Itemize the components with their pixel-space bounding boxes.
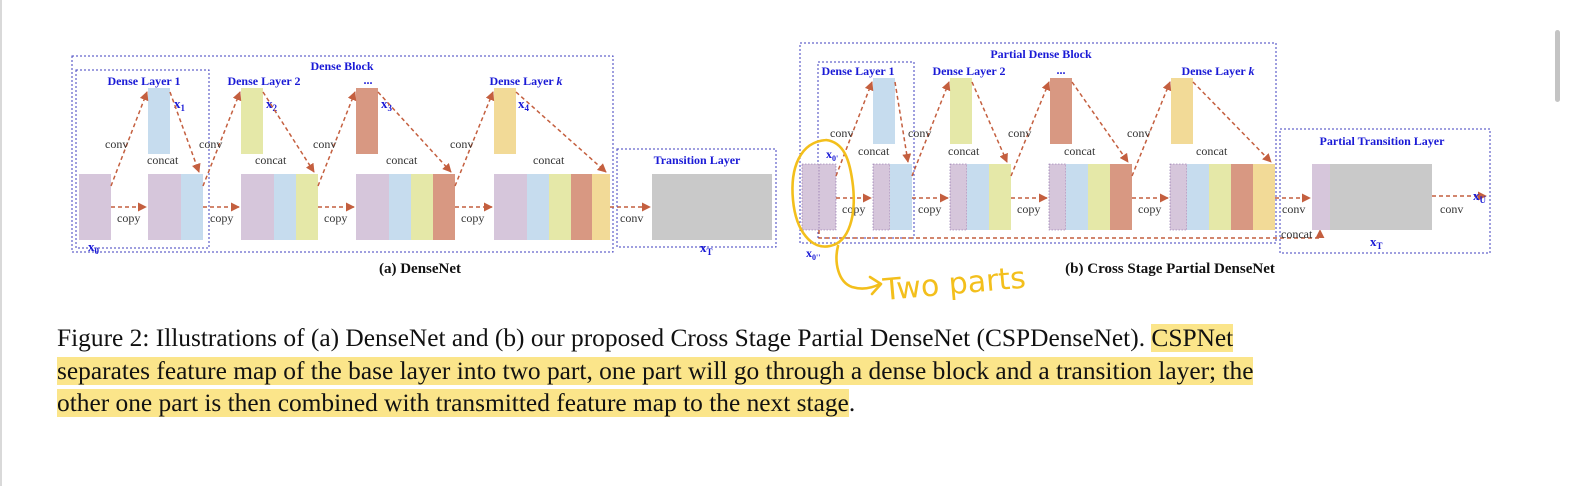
- dense-layer-1-border: [75, 69, 210, 249]
- copy-label: copy: [461, 211, 484, 225]
- csp-feature-2: [950, 78, 972, 144]
- cspdensenet-caption: (b) Cross Stage Partial DenseNet: [1065, 261, 1275, 277]
- figure-2: Dense Block Dense Layer 1 Dense Layer 2 …: [71, 42, 1491, 300]
- conv-label: conv: [313, 137, 336, 151]
- concat-label: concat: [858, 144, 890, 158]
- concat-label: concat: [1196, 144, 1228, 158]
- conv-label: conv: [1127, 126, 1150, 140]
- csp-feature-4: [1171, 78, 1193, 144]
- dense-layer-1-label: Dense Layer 1: [107, 74, 180, 88]
- concat-label: concat: [1064, 144, 1096, 158]
- csp-dense-layer-k-label: Dense Layer k: [1181, 64, 1254, 78]
- conv-label: conv: [105, 137, 128, 151]
- label-x4: x4: [518, 96, 530, 113]
- csp-dense-layer-2-label: Dense Layer 2: [932, 64, 1005, 78]
- csp-concat-stack-3: [1048, 163, 1132, 231]
- page-edge: [0, 0, 2, 486]
- copy-label: copy: [117, 211, 140, 225]
- caption-highlight: separates feature map of the base layer …: [57, 356, 1254, 385]
- partial-transition-block: [1330, 164, 1432, 230]
- csp-base-input: [801, 163, 837, 231]
- copy-label: copy: [324, 211, 347, 225]
- caption-highlight: other one part is then combined with tra…: [57, 389, 849, 417]
- conv-label: conv: [1282, 202, 1305, 216]
- dense-block-title: Dense Block: [311, 59, 374, 73]
- conv-label: conv: [1008, 126, 1031, 140]
- transition-layer-border: [616, 148, 777, 248]
- dense-layer-k-label: Dense Layer k: [489, 74, 562, 88]
- label-x0-double-prime: x0'': [806, 246, 820, 262]
- copy-label: copy: [210, 211, 233, 225]
- concat-stack-4: [494, 174, 610, 240]
- concat-stack-1: [148, 174, 203, 240]
- label-x3: x3: [381, 96, 393, 113]
- csp-concat-stack-2: [949, 163, 1011, 231]
- caption-highlight: CSPNet: [1151, 324, 1234, 352]
- dense-layer-2-label: Dense Layer 2: [227, 74, 300, 88]
- handwritten-annotation: Two parts: [791, 138, 1027, 300]
- densenet-arrows: [110, 91, 651, 212]
- label-x0-prime: x0': [826, 147, 838, 163]
- partial-transition-border: [1279, 128, 1491, 254]
- label-xt: xT: [1370, 234, 1383, 251]
- feature-x1: [148, 88, 170, 154]
- partial-dense-block-border: [799, 42, 1277, 244]
- caption-line-2: separates feature map of the base layer …: [57, 355, 1517, 388]
- partial-dense-block-title: Partial Dense Block: [990, 47, 1092, 61]
- caption-line-3: other one part is then combined with tra…: [57, 387, 1517, 420]
- label-x0: x0: [88, 239, 100, 256]
- concat-label: concat: [1281, 227, 1313, 241]
- partial-transition-title: Partial Transition Layer: [1320, 134, 1446, 148]
- label-xt: xT: [700, 240, 713, 257]
- csp-arrows: [818, 81, 1487, 239]
- conv-label: conv: [450, 137, 473, 151]
- annotation-arrow: [835, 244, 882, 290]
- feature-x0: [79, 174, 111, 240]
- csp-concat-stack-1: [872, 163, 912, 231]
- cspdensenet-diagram: Partial Dense Block Dense Layer 1 Dense …: [799, 42, 1491, 277]
- dense-block-border: [71, 55, 614, 253]
- dense-ellipsis: ...: [364, 73, 373, 87]
- conv-label: conv: [199, 137, 222, 151]
- caption-text: .: [848, 389, 856, 417]
- conv-label: conv: [620, 211, 643, 225]
- copy-label: copy: [1138, 202, 1161, 216]
- conv-label: conv: [830, 126, 853, 140]
- densenet-diagram: Dense Block Dense Layer 1 Dense Layer 2 …: [71, 55, 777, 277]
- feature-x2: [241, 88, 263, 154]
- caption-text: Figure 2: Illustrations of (a) DenseNet …: [57, 324, 1152, 352]
- label-xu: xU: [1473, 188, 1487, 205]
- concat-stack-2: [241, 174, 318, 240]
- figure-caption: Figure 2: Illustrations of (a) DenseNet …: [57, 322, 1517, 420]
- annotation-circle: [791, 138, 855, 248]
- conv-label: conv: [1440, 202, 1463, 216]
- csp-ellipsis: ...: [1057, 63, 1066, 77]
- conv-label: conv: [908, 126, 931, 140]
- csp-feature-1: [873, 78, 895, 144]
- concat-label: concat: [948, 144, 980, 158]
- concat-label: concat: [533, 153, 565, 167]
- csp-feature-3: [1050, 78, 1072, 144]
- feature-x3: [356, 88, 378, 154]
- csp-dense-layer-1-border: [817, 61, 915, 239]
- concat-label: concat: [386, 153, 418, 167]
- copy-label: copy: [1017, 202, 1040, 216]
- concat-label: concat: [255, 153, 287, 167]
- transition-layer-title: Transition Layer: [654, 153, 741, 167]
- densenet-caption: (a) DenseNet: [379, 261, 461, 277]
- feature-x4: [494, 88, 516, 154]
- annotation-text: Two parts: [881, 261, 1027, 300]
- label-x1: x1: [174, 96, 186, 113]
- concat-stack-3: [356, 174, 455, 240]
- csp-concat-stack-4: [1169, 163, 1275, 231]
- label-x2: x2: [266, 96, 278, 113]
- concat-label: concat: [147, 153, 179, 167]
- csp-dense-layer-1-label: Dense Layer 1: [821, 64, 894, 78]
- scrollbar-thumb[interactable]: [1555, 30, 1560, 102]
- caption-line-1: Figure 2: Illustrations of (a) DenseNet …: [57, 322, 1517, 355]
- transition-block: [652, 174, 772, 240]
- partial-transition-input: [1312, 164, 1330, 230]
- copy-label: copy: [918, 202, 941, 216]
